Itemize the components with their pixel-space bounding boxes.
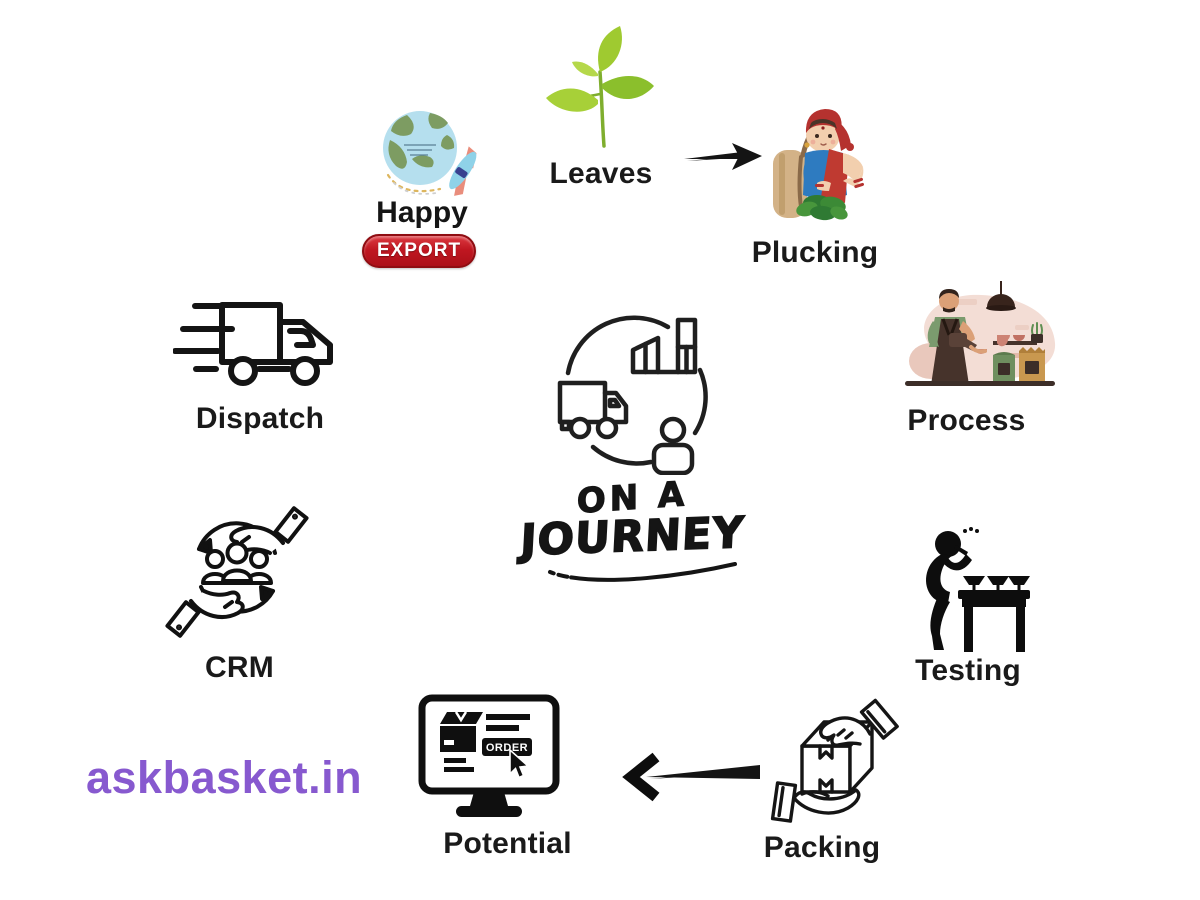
tea-leaves-icon bbox=[546, 26, 654, 148]
label-testing: Testing bbox=[915, 654, 1021, 687]
plucking-woman-icon bbox=[773, 109, 864, 221]
supply-cycle-icon bbox=[557, 315, 708, 475]
arrow-right-icon bbox=[684, 143, 762, 170]
barista-man bbox=[927, 289, 987, 385]
cycle-truck bbox=[557, 380, 629, 440]
label-leaves: Leaves bbox=[549, 157, 653, 190]
tea-leaf-bunch bbox=[796, 195, 848, 221]
packing-hands-icon bbox=[770, 698, 899, 823]
order-button: ORDER bbox=[486, 742, 528, 754]
plane-icon bbox=[449, 146, 477, 196]
potential-monitor-icon: ORDER bbox=[418, 694, 560, 817]
cycle-person bbox=[651, 416, 695, 475]
label-dispatch: Dispatch bbox=[195, 402, 325, 435]
label-plucking: Plucking bbox=[751, 236, 879, 269]
crm-lower-cuff bbox=[165, 600, 201, 638]
export-badge: EXPORT bbox=[362, 234, 476, 268]
people-icons bbox=[201, 541, 273, 585]
dispatch-truck-icon bbox=[173, 302, 333, 386]
crm-upper-cuff bbox=[273, 506, 309, 544]
testing-taster-icon bbox=[926, 527, 1030, 652]
watermark-askbasket: askbasket.in bbox=[86, 752, 363, 803]
journey-text-line2: JOURNEY bbox=[518, 507, 746, 566]
process-barista-icon bbox=[905, 281, 1056, 386]
brand-name: Happy bbox=[376, 196, 468, 229]
journey-underline-swoosh bbox=[548, 562, 737, 582]
arrow-left-icon bbox=[622, 752, 760, 802]
globe-plane-icon bbox=[383, 111, 477, 196]
plant-icon bbox=[1031, 322, 1043, 343]
tasting-bowls bbox=[963, 576, 1030, 590]
lower-cuff bbox=[770, 781, 798, 823]
cycle-factory bbox=[630, 317, 698, 375]
label-potential: Potential bbox=[443, 827, 572, 860]
label-process: Process bbox=[907, 404, 1026, 437]
upper-cuff bbox=[859, 698, 899, 740]
crm-hands-icon bbox=[165, 506, 309, 638]
label-packing: Packing bbox=[763, 831, 881, 864]
label-crm: CRM bbox=[205, 651, 274, 684]
coffee-bags bbox=[993, 347, 1045, 383]
